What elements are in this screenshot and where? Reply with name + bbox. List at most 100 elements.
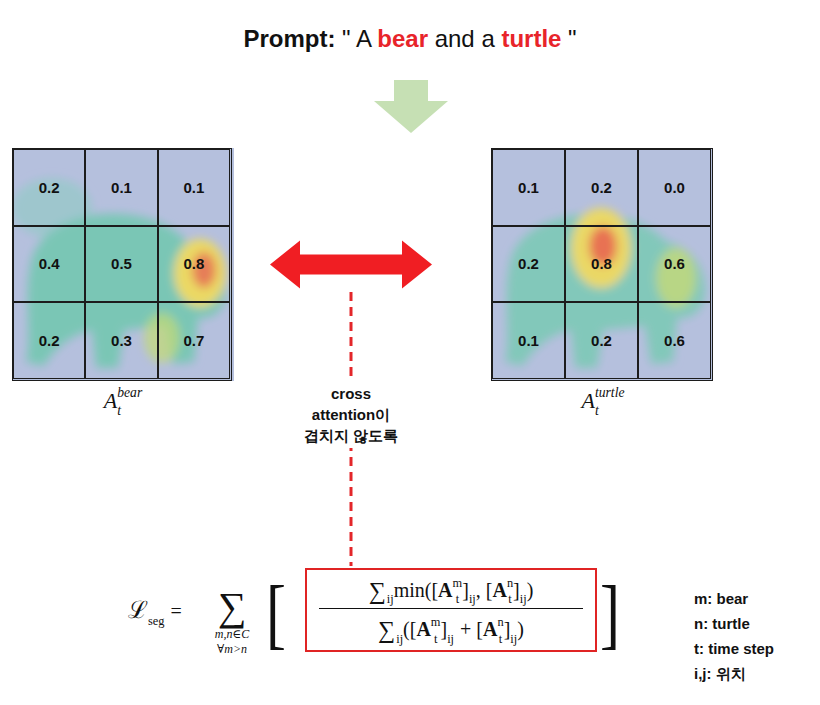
title-word: A [356,25,377,52]
formula-part: ij [396,631,403,648]
heatmap-cell: 0.2 [492,226,565,303]
sum-limit: m,n∈C [215,627,250,642]
double-arrow [270,241,432,289]
symbol-note: n: turtle [694,611,774,636]
formula-part: ([ [403,616,416,643]
math-symbol: = [171,600,182,623]
heatmap-cell: 0.2 [13,149,85,226]
bear-heatmap-image [491,148,713,381]
heatmap-cell: 0.8 [565,226,638,303]
heatmap-cell: 0.1 [158,149,230,226]
attention-value: 0.2 [591,332,612,349]
attention-value: 0.1 [111,179,132,196]
heatmap-cell: 0.2 [565,302,638,379]
heatmap-veil [491,148,713,381]
heatmap-cell: 0.6 [638,226,711,303]
formula-part: ij [520,591,527,608]
annotation-text: cross attention이 겹치지 않도록 [304,385,398,444]
formula-part: ] [513,577,520,604]
attention-value: 0.2 [518,255,539,272]
symbol-note: t: time step [694,636,774,661]
attention-value: 0.2 [591,179,612,196]
formula-part: ) [527,577,534,604]
heatmap-cell: 0.3 [85,302,157,379]
heatmap-cell: 0.1 [85,149,157,226]
heatmap-veil [12,148,234,381]
attention-value: 0.7 [183,332,204,349]
heatmap-ground [12,148,234,381]
formula-part: ij [387,591,394,608]
fraction-denominator: ∑ij([Amt]ij+ [Ant]ij) [319,608,583,644]
heatmap-cell: 0.5 [85,226,157,303]
formula-bracket: [ [266,584,286,644]
title-word: " [342,25,356,52]
attention-value: 0.2 [39,332,60,349]
formula-part: min([ [394,577,438,604]
formula-part: ∑ [378,614,395,646]
attention-value: 0.4 [39,255,60,272]
matrix-caption: Atbear [13,386,233,419]
formula-part: ] [441,616,448,643]
attention-map: 0.10.20.00.20.80.60.10.20.6Atturtle [491,148,713,381]
attention-value: 0.8 [183,255,204,272]
title-word: Prompt: [243,25,342,52]
math-symbol: ℒ [128,592,148,625]
attention-value: 0.8 [591,255,612,272]
title-word: a [481,25,501,52]
symbol-note: i,j: 위치 [694,661,774,686]
formula-lhs: ℒseg= [128,592,188,625]
highlight-box: ∑ijmin([Amt]ij, [Ant]ij)∑ij([Amt]ij+ [An… [305,568,597,652]
down-arrow [374,80,448,133]
sum-symbol: ∑ [215,587,250,627]
formula-part: A [492,577,506,604]
title-word: and [435,25,482,52]
bear-heatmap-image [12,148,234,381]
heatmap-cell: 0.7 [158,302,230,379]
formula-bracket: ] [600,584,620,644]
heatmap-cell: 0.2 [13,302,85,379]
matrix-caption: Atturtle [492,386,714,419]
formula-part: t [453,591,463,608]
formula-part: + [ [460,616,483,643]
attention-value: 0.0 [664,179,685,196]
title-text: Prompt: " A bear and a turtle " [0,24,820,54]
fraction-numerator: ∑ijmin([Amt]ij, [Ant]ij) [319,573,583,605]
matrix-caption-part: t [117,396,121,426]
sum-limit: ∀m>n [215,642,250,657]
formula-part: , [ [476,577,493,604]
attention-value: 0.1 [518,179,539,196]
formula-part: m [431,614,441,631]
matrix-caption-part: A [582,386,595,416]
heatmap-cell: 0.2 [565,149,638,226]
attention-value: 0.1 [183,179,204,196]
formula-part: A [483,616,497,643]
formula-part: ] [504,616,511,643]
title-word: turtle [501,25,568,52]
heatmap-ground [491,148,713,381]
attention-value: 0.6 [664,332,685,349]
annotation-box: cross attention이 겹치지 않도록 [293,381,409,448]
symbol-notes: m: bearn: turtlet: time stepi,j: 위치 [694,586,774,686]
formula-part: n [497,614,503,631]
heatmap-cell: 0.1 [492,302,565,379]
formula-part: A [416,616,430,643]
heatmap-cell: 0.1 [492,149,565,226]
formula-part: ij [469,591,476,608]
math-subscript: seg [148,614,165,629]
matrix-caption-part: bear [117,378,142,408]
formula-part: ] [462,577,469,604]
attention-value: 0.1 [518,332,539,349]
attention-value: 0.5 [111,255,132,272]
formula-part: A [438,577,452,604]
formula-part: t [431,631,441,648]
bracket: ] [600,575,620,653]
attention-value: 0.6 [664,255,685,272]
formula-part: n [507,575,513,592]
attention-map: 0.20.10.10.40.50.80.20.30.7Atbear [12,148,232,381]
matrix-caption-part: t [595,396,599,426]
heatmap-cell: 0.8 [158,226,230,303]
matrix-caption-part: A [104,386,117,416]
formula-sum: ∑m,n∈C∀m>n [215,587,250,657]
title-word: " [568,25,577,52]
matrix-caption-part: turtle [595,378,625,408]
